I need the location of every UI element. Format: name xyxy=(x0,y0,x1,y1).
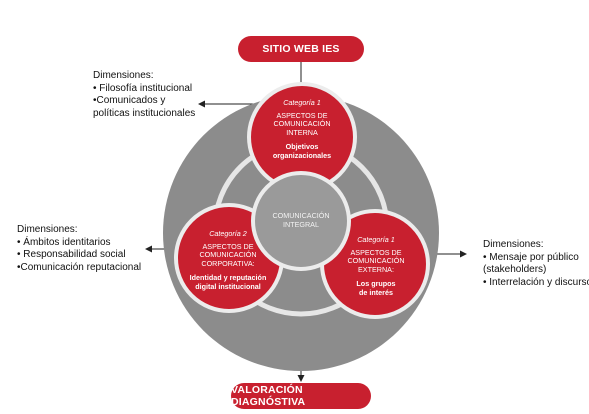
dimensions-line: (stakeholders) xyxy=(483,264,547,275)
dimensions-line: • Responsabilidad social xyxy=(17,249,126,260)
aspect-line: COMUNICACIÓN xyxy=(273,119,331,129)
category-internal-text: Categoría 1 ASPECTOS DE COMUNICACIÓN INT… xyxy=(256,98,348,161)
dimensions-line: Dimensiones: xyxy=(17,224,78,235)
dimensions-line: • Mensaje por público xyxy=(483,251,579,263)
center-line: COMUNICACIÓN xyxy=(272,211,330,220)
dimensions-external: Dimensiones: • Mensaje por público (stak… xyxy=(483,239,589,289)
dimensions-line: • Filosofía institucional xyxy=(93,82,193,94)
aspect-line: INTERNA xyxy=(286,127,318,137)
aspect-line: COMUNICACIÓN xyxy=(199,250,257,260)
key-line: Objetivos xyxy=(285,142,319,152)
aspect-line: ASPECTOS DE xyxy=(350,247,402,257)
aspect-line: ASPECTOS DE xyxy=(202,241,254,251)
key-line: digital institucional xyxy=(195,281,261,291)
key-line: de interés xyxy=(359,287,393,297)
key-line: organizacionales xyxy=(272,150,332,160)
dimensions-line: •Comunicados y xyxy=(93,95,166,106)
category-label: Categoría 1 xyxy=(283,98,321,107)
category-corporate-text: Categoría 2 ASPECTOS DE COMUNICACIÓN COR… xyxy=(182,229,274,292)
website-pill: SITIO WEB IES xyxy=(238,36,364,62)
dimensions-line: •Comunicación reputacional xyxy=(17,261,142,273)
aspect-line: COMUNICACIÓN xyxy=(347,256,405,266)
key-line: Los grupos xyxy=(356,279,396,289)
website-pill-label: SITIO WEB IES xyxy=(262,43,340,55)
diagnostic-pill: VALORACIÓN DIAGNÓSTIVA xyxy=(231,383,371,409)
center-circle xyxy=(251,171,351,271)
center-text: COMUNICACIÓN INTEGRAL xyxy=(262,211,340,230)
dimensions-internal: Dimensiones: • Filosofía institucional •… xyxy=(93,70,195,120)
category-external-text: Categoría 1 ASPECTOS DE COMUNICACIÓN EXT… xyxy=(330,235,422,298)
dimensions-corporate: Dimensiones: • Ámbitos identitarios • Re… xyxy=(17,224,141,274)
center-line: INTEGRAL xyxy=(283,219,319,229)
dimensions-line: • Ámbitos identitarios xyxy=(17,236,111,248)
aspect-line: ASPECTOS DE xyxy=(276,110,328,120)
aspect-line: EXTERNA: xyxy=(358,264,394,274)
key-line: Identidad y reputación xyxy=(189,273,267,283)
aspect-line: CORPORATIVA: xyxy=(201,258,255,268)
dimensions-line: Dimensiones: xyxy=(93,70,154,81)
category-label: Categoría 1 xyxy=(357,235,395,244)
category-label: Categoría 2 xyxy=(209,229,247,238)
dimensions-line: políticas institucionales xyxy=(93,107,196,119)
diagnostic-pill-label: VALORACIÓN DIAGNÓSTIVA xyxy=(231,384,306,408)
dimensions-line: Dimensiones: xyxy=(483,239,544,250)
dimensions-line: • Interrelación y discurso xyxy=(483,276,589,288)
